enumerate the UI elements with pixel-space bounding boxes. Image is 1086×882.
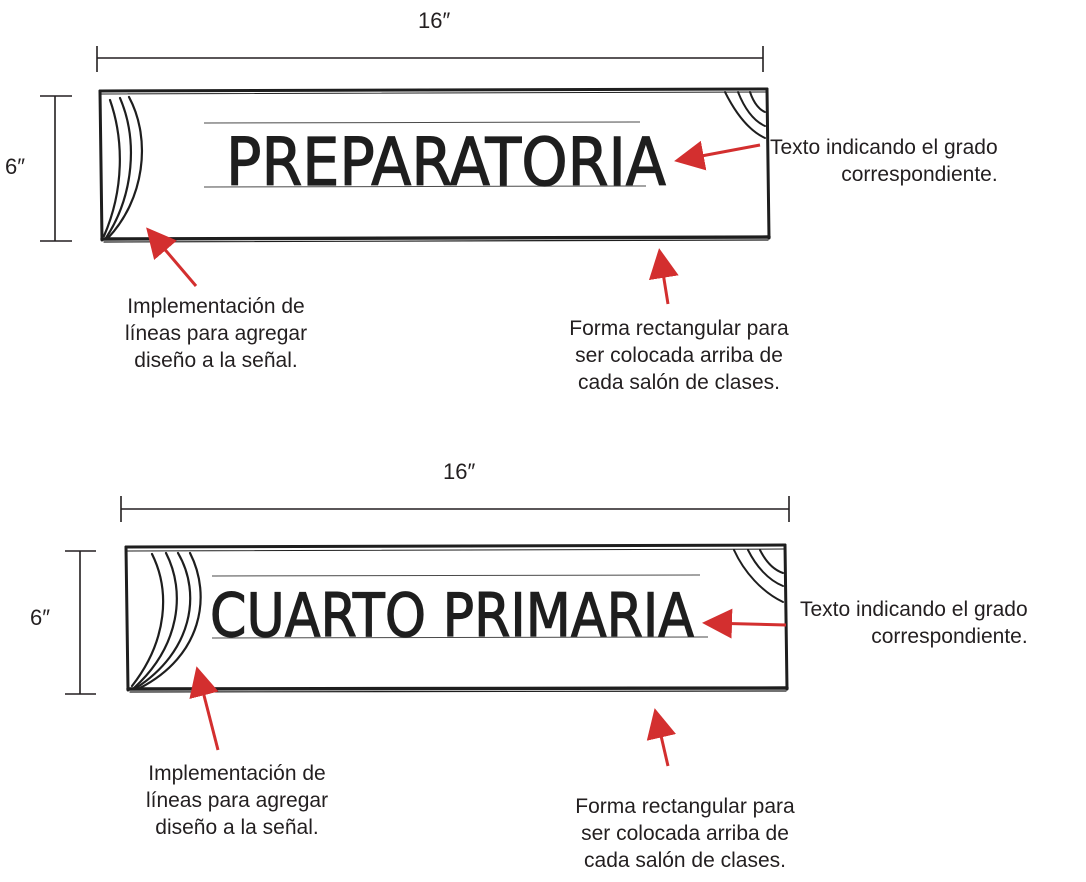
sign-2-width-label: 16″ bbox=[443, 459, 476, 484]
sign-1-left-curtain-lines bbox=[102, 95, 144, 240]
sign-2-rectangle bbox=[124, 543, 789, 693]
sign-2-right-curtain-lines bbox=[733, 549, 784, 603]
note-line: Texto indicando el grado bbox=[770, 136, 998, 159]
note-line: Texto indicando el grado bbox=[800, 598, 1028, 621]
sign-1-height-label: 6″ bbox=[5, 154, 26, 179]
sign-1-width-dimension bbox=[96, 46, 764, 72]
sign-2-grade-note: Texto indicando el grado correspondiente… bbox=[800, 596, 1028, 650]
note-line: cada salón de clases. bbox=[578, 371, 780, 394]
sign-1-text: PREPARATORIA bbox=[226, 124, 666, 201]
sign-2-width-dimension bbox=[120, 496, 790, 522]
note-line: Forma rectangular para bbox=[569, 317, 789, 340]
sign-1-height-dimension bbox=[40, 95, 72, 242]
sign-2-lines-arrow bbox=[189, 666, 220, 751]
sign-2-lines-note: Implementación de líneas para agregar di… bbox=[112, 760, 362, 841]
note-line: correspondiente. bbox=[871, 625, 1028, 648]
sign-1-rectangle bbox=[98, 87, 771, 243]
sign-2-shape-arrow bbox=[646, 708, 677, 767]
note-line: líneas para agregar bbox=[145, 789, 329, 812]
sign-1-lines-arrow bbox=[146, 227, 198, 287]
sign-1-right-curtain-lines bbox=[724, 91, 766, 139]
note-line: cada salón de clases. bbox=[584, 849, 786, 872]
sign-2-arrows bbox=[189, 608, 787, 767]
note-line: Implementación de bbox=[127, 295, 305, 318]
sign-2-height-label: 6″ bbox=[30, 605, 51, 630]
sign-1-group: PREPARATORIA bbox=[40, 46, 771, 305]
sign-1-arrows bbox=[146, 140, 761, 305]
note-line: ser colocada arriba de bbox=[575, 344, 783, 367]
sign-1-grade-note: Texto indicando el grado correspondiente… bbox=[770, 134, 998, 188]
note-line: Forma rectangular para bbox=[575, 795, 795, 818]
note-line: correspondiente. bbox=[841, 163, 998, 186]
sign-2-shape-note: Forma rectangular para ser colocada arri… bbox=[550, 793, 820, 874]
sign-1-lines-note: Implementación de líneas para agregar di… bbox=[96, 293, 336, 374]
sign-2-left-curtain-lines bbox=[130, 551, 202, 690]
sign-2-height-dimension bbox=[65, 550, 96, 695]
sign-2-text: CUARTO PRIMARIA bbox=[210, 581, 694, 651]
sign-2-grade-arrow bbox=[702, 608, 787, 639]
sign-2-guide-lines bbox=[211, 574, 709, 639]
sign-2-group: CUARTO PRIMARIA bbox=[65, 496, 790, 767]
note-line: diseño a la señal. bbox=[155, 816, 319, 839]
sign-1-width-label: 16″ bbox=[418, 8, 451, 33]
note-line: diseño a la señal. bbox=[134, 349, 298, 372]
note-line: líneas para agregar bbox=[124, 322, 308, 345]
sign-1-shape-note: Forma rectangular para ser colocada arri… bbox=[544, 315, 814, 396]
sign-1-guide-lines bbox=[203, 121, 647, 188]
note-line: Implementación de bbox=[148, 762, 326, 785]
note-line: ser colocada arriba de bbox=[581, 822, 789, 845]
sign-1-grade-arrow bbox=[674, 140, 761, 171]
sign-1-shape-arrow bbox=[648, 248, 679, 305]
